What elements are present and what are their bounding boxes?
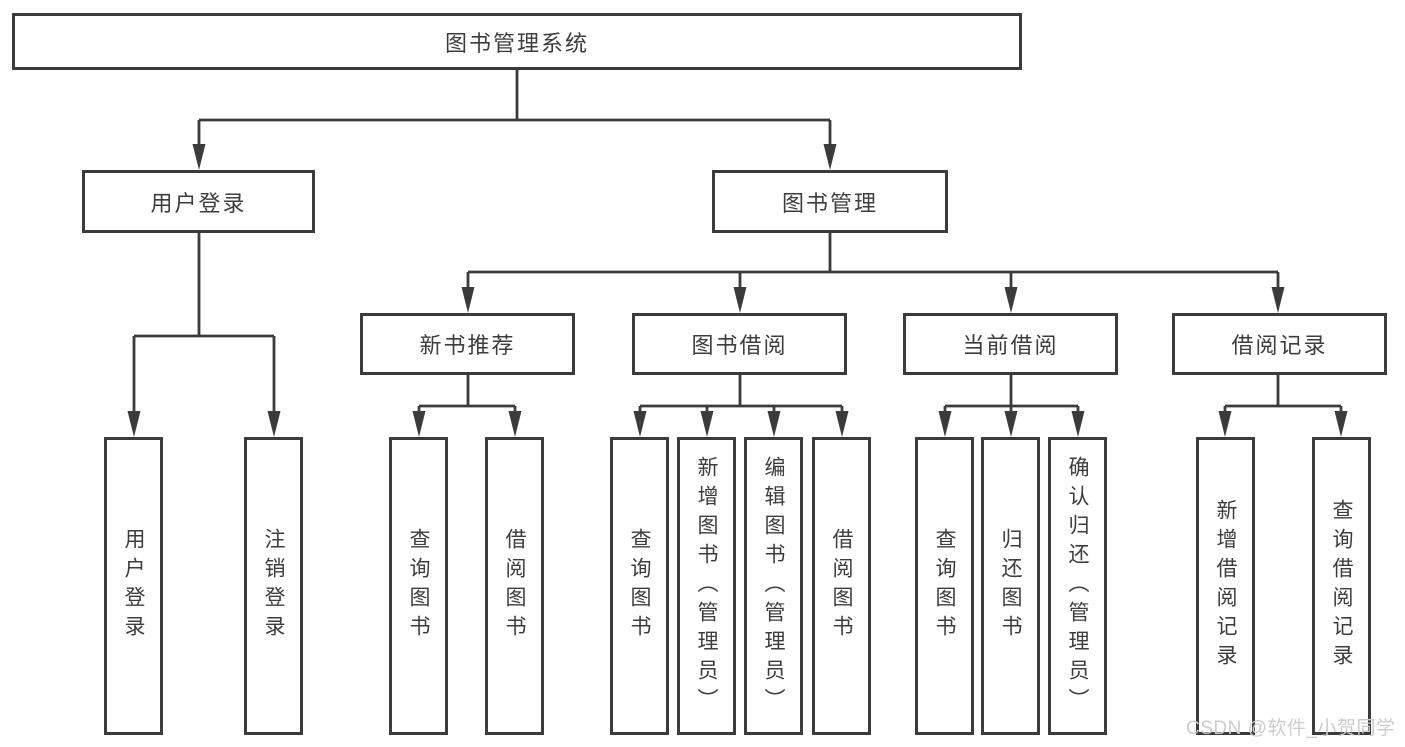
- connector-current-borrow-children: [943, 374, 1080, 413]
- node-leaf-user-login: 用户登录: [104, 437, 163, 735]
- node-user-login-label: 用户登录: [150, 190, 247, 216]
- node-leaf-borrow-book-borrowing: 借阅图书: [812, 437, 871, 735]
- node-leaf-query-book-borrowing: 查询图书: [610, 437, 669, 735]
- node-new-book-recommend-label: 新书推荐: [419, 333, 516, 358]
- connector-new-book-children: [417, 374, 517, 413]
- node-library-system: 图书管理系统: [12, 13, 1022, 70]
- node-leaf-edit-book-admin: 编辑图书（管理员）: [744, 437, 803, 735]
- node-leaf-query-book-recommend: 查询图书: [389, 437, 448, 735]
- node-leaf-borrow-book-recommend: 借阅图书: [485, 437, 544, 735]
- node-leaf-add-book-admin-label: 新增图书（管理员）: [695, 455, 718, 717]
- node-leaf-query-book-borrowing-label: 查询图书: [628, 528, 651, 644]
- node-library-system-label: 图书管理系统: [444, 30, 589, 56]
- node-current-borrowing-label: 当前借阅: [962, 333, 1059, 358]
- node-leaf-logout-label: 注销登录: [262, 528, 285, 644]
- connector-root-to-level2: [197, 68, 832, 146]
- watermark: CSDN @软件_小贺同学: [1186, 718, 1396, 739]
- node-leaf-return-book: 归还图书: [981, 437, 1040, 735]
- node-borrowing-records-label: 借阅记录: [1231, 333, 1328, 358]
- node-leaf-add-book-admin: 新增图书（管理员）: [677, 437, 736, 735]
- node-leaf-query-borrow-record-label: 查询借阅记录: [1330, 499, 1353, 673]
- node-book-management-label: 图书管理: [781, 190, 878, 216]
- node-leaf-add-borrow-record: 新增借阅记录: [1196, 437, 1255, 735]
- connector-book-borrow-children: [638, 374, 844, 413]
- node-leaf-query-book-recommend-label: 查询图书: [407, 528, 430, 644]
- node-leaf-confirm-return-admin-label: 确认归还（管理员）: [1066, 455, 1089, 717]
- node-leaf-query-book-current: 查询图书: [915, 437, 974, 735]
- node-book-management: 图书管理: [712, 170, 948, 233]
- node-leaf-edit-book-admin-label: 编辑图书（管理员）: [762, 455, 785, 717]
- node-user-login: 用户登录: [82, 170, 315, 233]
- connector-borrow-record-children: [1223, 374, 1343, 413]
- node-leaf-borrow-book-borrowing-label: 借阅图书: [830, 528, 853, 644]
- node-leaf-logout: 注销登录: [244, 437, 303, 735]
- node-leaf-return-book-label: 归还图书: [999, 528, 1022, 644]
- node-leaf-query-book-current-label: 查询图书: [933, 528, 956, 644]
- node-book-borrowing-label: 图书借阅: [691, 333, 788, 358]
- node-borrowing-records: 借阅记录: [1172, 313, 1387, 375]
- node-leaf-user-login-label: 用户登录: [122, 528, 145, 644]
- node-leaf-add-borrow-record-label: 新增借阅记录: [1214, 499, 1237, 673]
- connector-book-mgmt-to-level3: [466, 232, 1280, 289]
- node-leaf-confirm-return-admin: 确认归还（管理员）: [1048, 437, 1107, 735]
- node-book-borrowing: 图书借阅: [632, 313, 847, 375]
- node-current-borrowing: 当前借阅: [903, 313, 1118, 375]
- node-new-book-recommend: 新书推荐: [360, 313, 575, 375]
- connector-user-login-children: [132, 232, 276, 413]
- node-leaf-query-borrow-record: 查询借阅记录: [1312, 437, 1371, 735]
- node-leaf-borrow-book-recommend-label: 借阅图书: [503, 528, 526, 644]
